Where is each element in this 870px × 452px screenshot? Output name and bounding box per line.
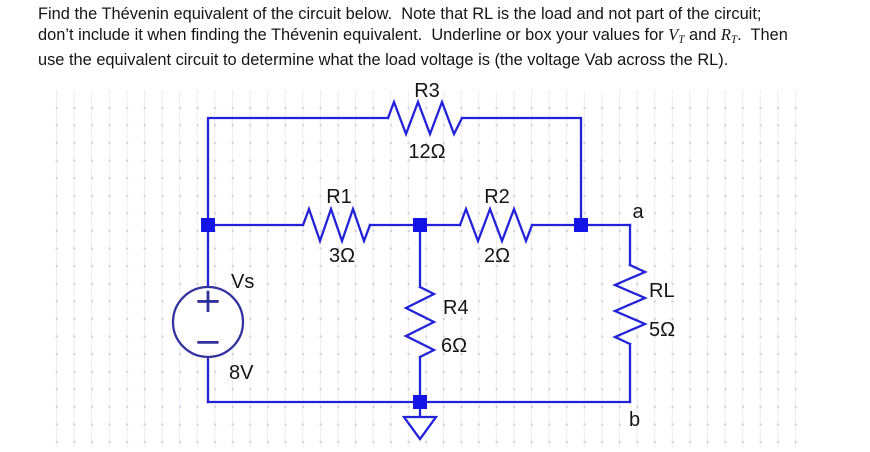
r3-label: R3: [414, 80, 440, 102]
minus-symbol: −: [194, 322, 223, 362]
problem-line-3: use the equivalent circuit to determine …: [38, 50, 729, 69]
rl-value: 5Ω: [649, 319, 675, 341]
rt-subscript: T: [730, 33, 738, 46]
problem-line-2: don’t include it when finding the Théven…: [38, 25, 838, 50]
r2-value: 2Ω: [484, 245, 510, 267]
voltage-source-circle: [171, 285, 245, 359]
wire-top-right: [460, 116, 583, 227]
vs-value: 8V: [229, 362, 254, 384]
resistor-r3-zigzag: [386, 98, 464, 138]
line2-post: . Then: [737, 25, 788, 44]
r1-label: R1: [326, 186, 352, 208]
resistor-r1-zigzag: [301, 205, 372, 245]
wire-top-left: [206, 116, 390, 227]
node-square-ground: [413, 395, 427, 409]
node-square-left: [201, 218, 215, 232]
circuit-wires: [206, 98, 648, 441]
r3-value: 12Ω: [408, 141, 445, 163]
r2-label: R2: [484, 186, 510, 208]
vt-subscript: T: [678, 33, 685, 46]
line2-between: and: [684, 25, 721, 44]
resistor-rl-zigzag: [612, 263, 648, 346]
voltage-source: + −: [171, 281, 245, 362]
r1-value: 3Ω: [329, 245, 355, 267]
ground-icon: [401, 415, 439, 441]
rl-label: RL: [649, 280, 675, 302]
terminal-b-label: b: [629, 409, 640, 431]
rt-symbol: R: [720, 24, 731, 44]
terminal-a-label: a: [632, 201, 644, 223]
vt-symbol: V: [668, 24, 679, 44]
resistor-r2-zigzag: [458, 205, 534, 245]
plus-symbol: +: [194, 281, 223, 321]
r4-label: R4: [443, 297, 469, 319]
node-squares: [201, 218, 588, 409]
line2-pre: don’t include it when finding the Théven…: [38, 25, 669, 44]
problem-line-1: Find the Thévenin equivalent of the circ…: [38, 5, 762, 23]
node-square-mid: [413, 218, 427, 232]
node-square-right: [574, 218, 588, 232]
grid-background: [44, 91, 812, 447]
problem-statement: Find the Thévenin equivalent of the circ…: [38, 4, 838, 71]
component-labels: R3 12Ω R1 3Ω R2 2Ω R4 6Ω RL 5Ω Vs 8V a b: [229, 80, 675, 431]
resistor-r4-zigzag: [403, 285, 437, 359]
r4-value: 6Ω: [441, 335, 467, 357]
vs-label: Vs: [231, 271, 254, 293]
